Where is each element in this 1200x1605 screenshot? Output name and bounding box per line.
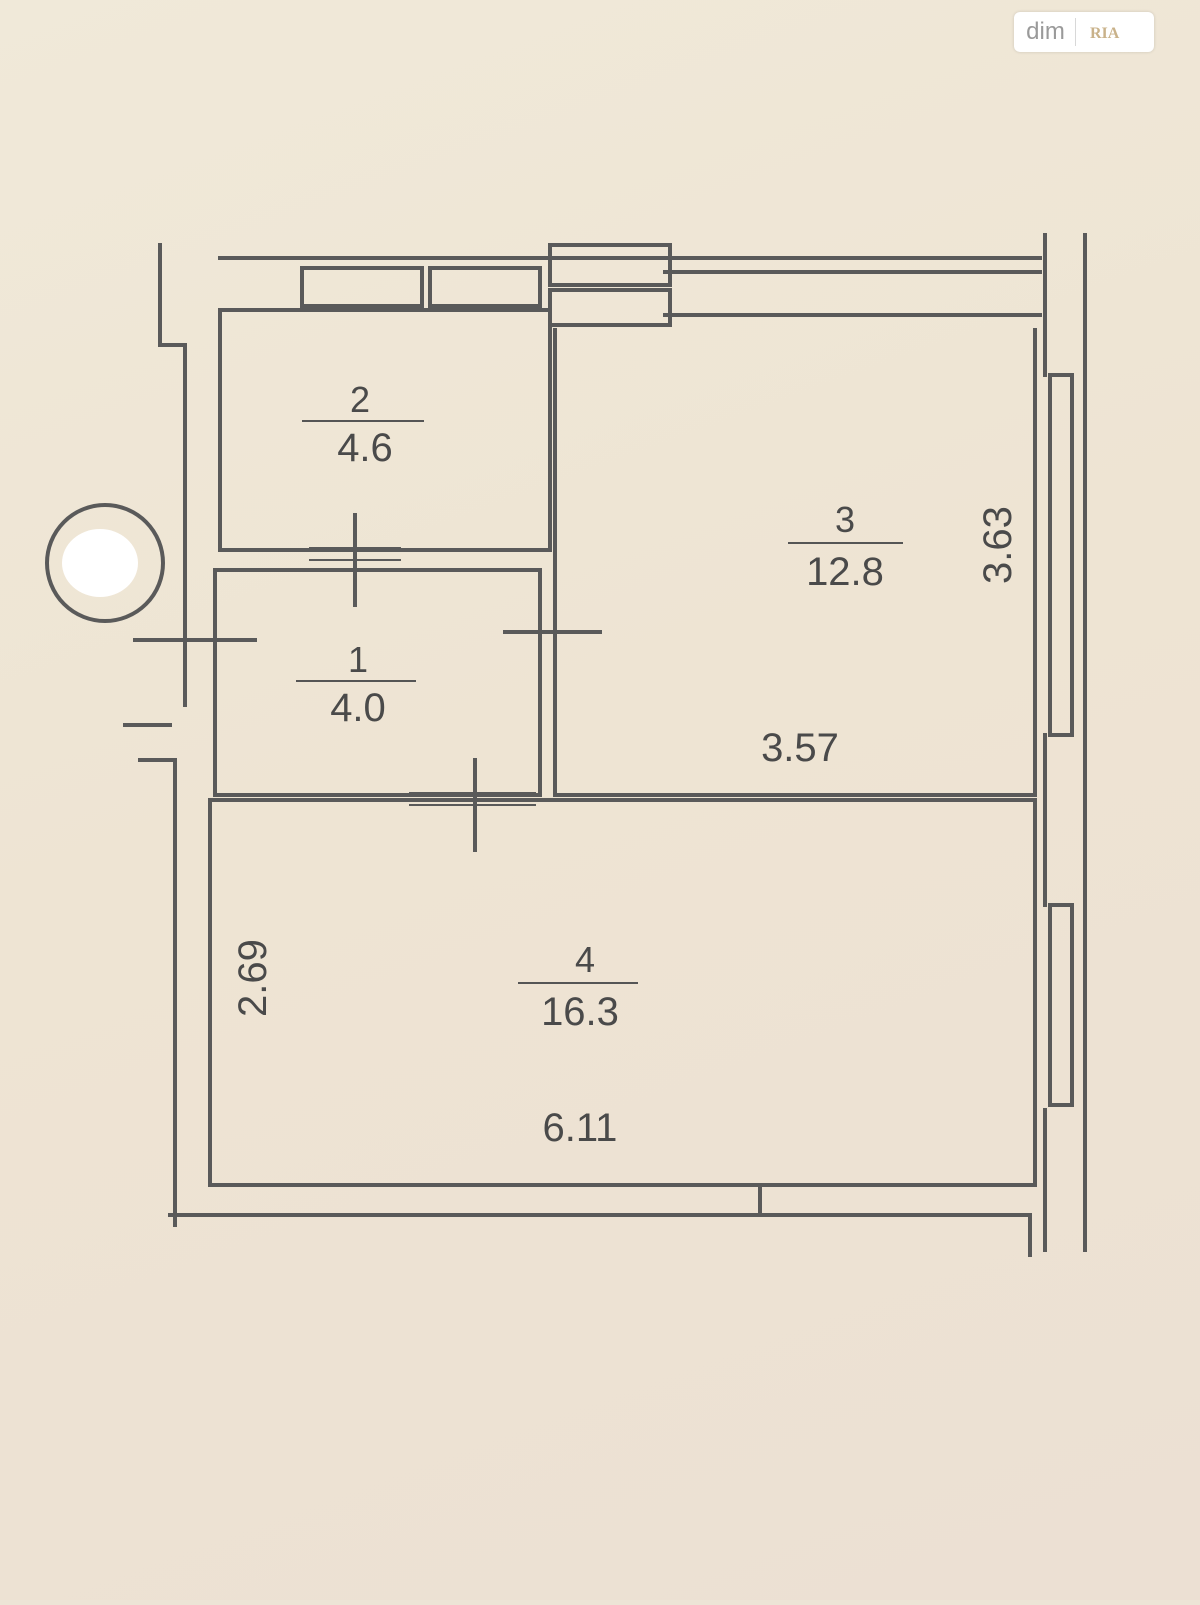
riser-circle-fill: [62, 529, 138, 597]
outer-wall-left: [158, 243, 187, 707]
room-3-height-dimension: 3.63: [976, 506, 1020, 584]
room-2-number: 2: [349, 379, 371, 420]
right-wall-outer: [1043, 233, 1087, 1252]
window-top-1: [300, 266, 424, 308]
window-top-4: [548, 288, 672, 327]
room-3-fraction-line: [788, 542, 903, 544]
svg-text:RIA: RIA: [1090, 25, 1120, 42]
ria-logo-icon: RIA: [1090, 25, 1120, 42]
riser-circle: [45, 503, 165, 623]
window-right-1: [1048, 373, 1074, 737]
room-4-area: 16.3: [541, 990, 619, 1034]
room-3-width-dimension: 3.57: [761, 726, 839, 770]
room-4-height-dimension: 2.69: [231, 939, 275, 1017]
watermark-separator: [1074, 18, 1076, 46]
room-2-area: 4.6: [337, 426, 393, 470]
room-3-number: 3: [834, 499, 856, 540]
room-2-walls: [218, 308, 552, 552]
room-4-fraction-line: [518, 982, 638, 984]
room-3-walls: [553, 328, 1037, 797]
room-4-width-dimension: 6.11: [542, 1106, 618, 1150]
room-1-number: 1: [347, 639, 369, 680]
watermark-logo: dim RIA: [1014, 12, 1154, 52]
room-4-number: 4: [574, 939, 596, 980]
door-gap-1: [309, 547, 401, 561]
outer-wall-left-lower: [123, 723, 177, 1227]
room-1-walls: [213, 568, 542, 797]
room-1-area: 4.0: [330, 686, 386, 730]
window-top-3: [548, 243, 672, 287]
room-2-fraction-line: [302, 420, 424, 422]
room-3-area: 12.8: [806, 550, 884, 594]
window-right-2: [1048, 903, 1074, 1107]
bottom-wall-outer: [168, 1183, 1032, 1257]
room-4-walls: [208, 798, 1037, 1187]
door-gap-2: [409, 792, 536, 806]
window-top-2: [428, 266, 542, 308]
watermark-text: dim: [1026, 18, 1065, 45]
room-1-fraction-line: [296, 680, 416, 682]
top-wall-inner-right: [663, 270, 1042, 317]
